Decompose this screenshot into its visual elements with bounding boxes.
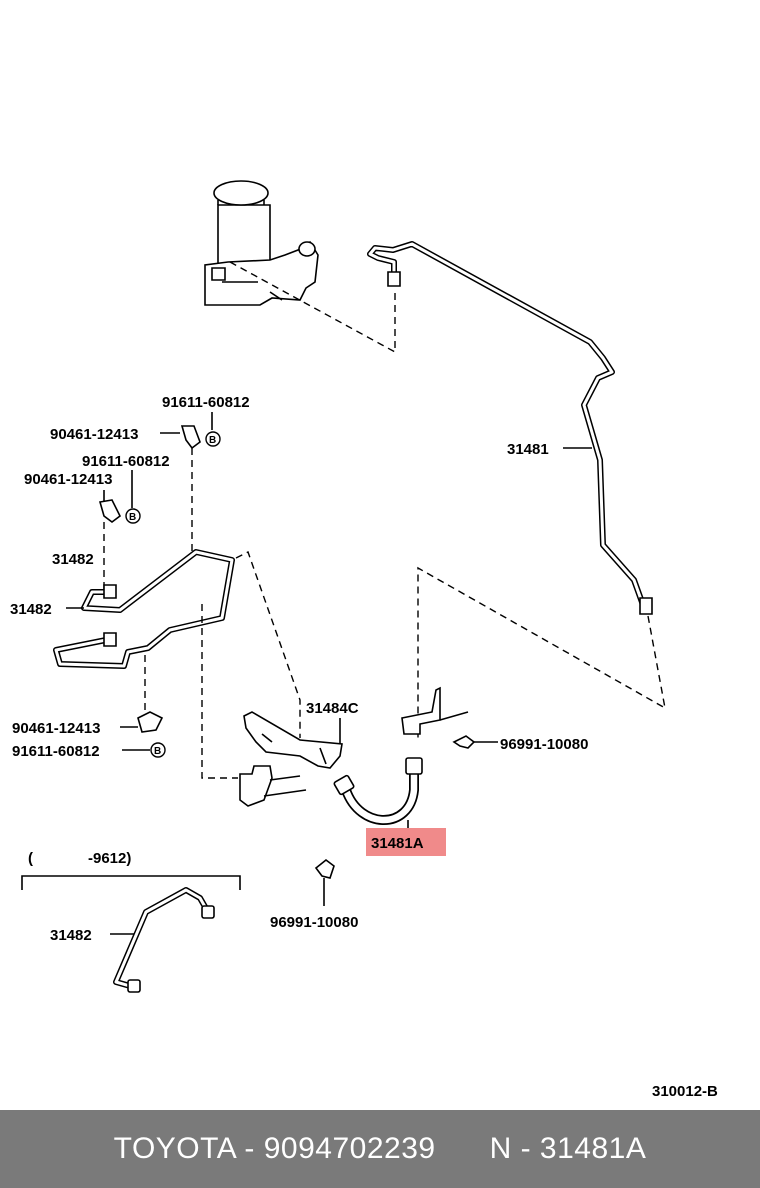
brake-pipe-31481 — [367, 241, 653, 615]
svg-text:B: B — [209, 435, 216, 446]
footer-position-code: N - 31481A — [489, 1132, 647, 1165]
bolt-badge-b: B — [125, 508, 141, 524]
label-90461-c: 90461-12413 — [12, 720, 100, 737]
label-31484c: 31484C — [306, 700, 359, 717]
label-90461-a: 90461-12413 — [50, 426, 138, 443]
clip-96991-a — [452, 735, 476, 749]
label-91611-a: 91611-60812 — [162, 394, 250, 411]
inset-variant: ( -9612) 31482 — [21, 850, 241, 993]
release-cylinder — [239, 765, 307, 807]
label-31481: 31481 — [507, 441, 549, 458]
clip-90461-c — [137, 711, 164, 733]
reference-code: 310012-B — [652, 1083, 718, 1100]
brake-pipe-31482 — [53, 549, 235, 669]
clip-96991-b — [314, 858, 335, 879]
bracket-31484c — [243, 711, 343, 769]
footer-brand-part-number: TOYOTA - 9094702239 — [113, 1132, 436, 1165]
label-90461-b: 90461-12413 — [24, 471, 112, 488]
footer-bar: TOYOTA - 9094702239 N - 31481A — [0, 1110, 760, 1188]
flexible-hose-31481a — [333, 757, 423, 825]
inset-open-paren: ( — [28, 850, 33, 867]
bolt-badge-c: B — [150, 742, 166, 758]
clip-90461-b — [98, 499, 122, 523]
label-91611-b: 91611-60812 — [82, 453, 170, 470]
svg-text:B: B — [154, 746, 161, 757]
hose-bracket — [401, 686, 469, 735]
label-31482-left: 31482 — [10, 601, 52, 618]
label-91611-c: 91611-60812 — [12, 743, 100, 760]
label-31482-inset: 31482 — [50, 927, 92, 944]
label-31481a: 31481A — [371, 835, 424, 852]
label-31482-top: 31482 — [52, 551, 94, 568]
parts-diagram: 31481 91611-60812 B 90461-12413 91611-60… — [10, 180, 718, 1100]
highlight-box — [366, 828, 446, 856]
clip-90461-a — [180, 425, 201, 450]
inset-range: -9612) — [88, 850, 131, 867]
svg-text:B: B — [129, 512, 136, 523]
master-cylinder — [204, 180, 319, 306]
label-96991-a: 96991-10080 — [500, 736, 588, 753]
bolt-badge-a: B — [205, 431, 221, 447]
label-96991-b: 96991-10080 — [270, 914, 358, 931]
